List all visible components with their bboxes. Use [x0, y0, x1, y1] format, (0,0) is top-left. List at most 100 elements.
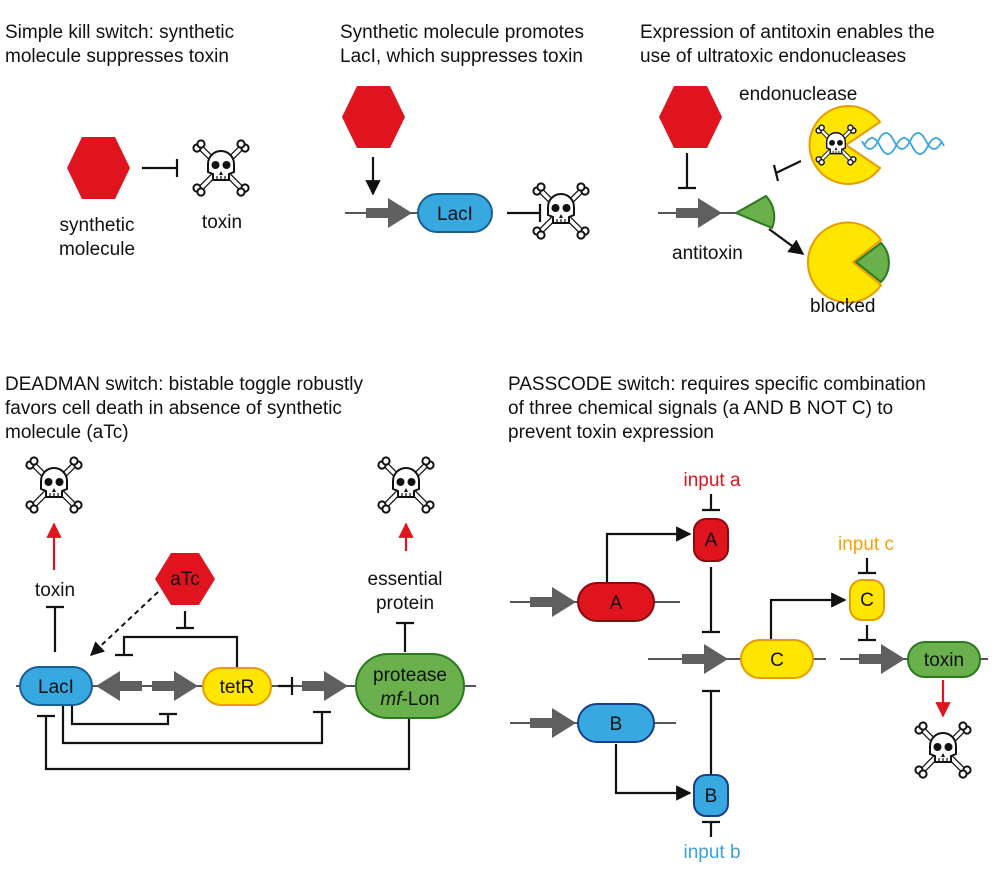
antitoxin-wedge [733, 194, 776, 230]
protein-b-label: B [705, 786, 718, 807]
repression-edge [858, 558, 876, 575]
molecule-label: synthetic [60, 215, 135, 236]
skull-icon [193, 140, 248, 195]
blocked-pacman [807, 221, 883, 304]
skull-icon [915, 722, 970, 777]
laci-label: LacI [437, 204, 473, 225]
panel-antitoxin: Expression of antitoxin enables the use … [640, 22, 945, 317]
caption-line: use of ultratoxic endonucleases [640, 46, 906, 67]
input-a-label: input a [683, 470, 740, 491]
essential-label: protein [376, 593, 434, 614]
repression-edge [702, 820, 720, 837]
tetr-gene [202, 667, 272, 706]
activation-edge [768, 228, 805, 255]
promoter-arrow [530, 708, 576, 738]
atc-hexagon [155, 553, 215, 605]
panel-deadman: DEADMAN switch: bistable toggle robustly… [5, 374, 476, 771]
protein-c [849, 579, 885, 621]
caption-line: Expression of antitoxin enables the [640, 22, 935, 43]
caption-line: LacI, which suppresses toxin [340, 46, 583, 67]
caption-line: favors cell death in absence of syntheti… [5, 398, 342, 419]
activation-edge [769, 592, 847, 639]
promoter-arrow [152, 671, 198, 701]
repression-edge [142, 159, 179, 177]
promoter-arrow [676, 198, 722, 228]
repression-edge [61, 706, 331, 745]
repression-edge [278, 677, 294, 695]
caption-line: molecule suppresses toxin [5, 46, 229, 67]
atc-label: aTc [170, 569, 200, 590]
repression-edge [858, 625, 876, 642]
laci-gene [19, 666, 93, 706]
synthetic-molecule-hexagon [67, 137, 130, 199]
gene-b-label: B [610, 714, 623, 735]
gene-a-label: A [610, 593, 623, 614]
protein-a [693, 518, 729, 562]
repression-edge [396, 621, 414, 652]
input-b-label: input b [683, 842, 740, 863]
protease-label-line2: mf-Lon [380, 689, 439, 710]
laci-gene [417, 193, 493, 233]
skull-icon [378, 457, 433, 512]
activation-edge [614, 744, 692, 801]
skull-icon [26, 457, 81, 512]
repression-edge [702, 689, 720, 774]
protein-a-label: A [705, 530, 718, 551]
skull-icon [533, 183, 588, 238]
caption-line: of three chemical signals (a AND B NOT C… [508, 398, 893, 419]
repression-edge [678, 153, 696, 190]
toxin-label: toxin [35, 580, 75, 601]
gene-b [577, 703, 655, 743]
promoter-arrow [96, 671, 142, 701]
gene-c [740, 639, 814, 679]
gene-c-label: C [770, 650, 784, 671]
caption-line: molecule (aTc) [5, 422, 129, 443]
panel-laci: Synthetic molecule promotes LacI, which … [340, 22, 589, 239]
promoter-arrow [682, 644, 728, 674]
promoter-arrow [302, 671, 348, 701]
caption-line: Simple kill switch: synthetic [5, 22, 234, 43]
molecule-label: molecule [59, 239, 135, 260]
repression-edge [37, 714, 411, 771]
repression-edge [702, 494, 720, 512]
protein-b [693, 774, 729, 817]
repression-edge [702, 567, 720, 634]
toxin-label: toxin [202, 212, 242, 233]
gene-a [577, 582, 655, 622]
protease-gene [355, 653, 465, 719]
panel-passcode: PASSCODE switch: requires specific combi… [508, 374, 988, 863]
promoter-arrow [530, 587, 576, 617]
dna-wave-icon [861, 132, 943, 150]
caption-line: prevent toxin expression [508, 422, 714, 443]
antitoxin-label: antitoxin [672, 243, 743, 264]
caption-line: Synthetic molecule promotes [340, 22, 584, 43]
protease-label: protease [373, 665, 447, 686]
laci-label: LacI [38, 677, 74, 698]
promoter-arrow [366, 198, 412, 228]
endonuclease-label: endonuclease [739, 84, 857, 105]
synthetic-molecule-hexagon [342, 86, 405, 148]
tetr-label: tetR [220, 677, 255, 698]
essential-label: essential [368, 569, 443, 590]
panel-simple: Simple kill switch: synthetic molecule s… [5, 22, 249, 260]
repression-edge [507, 204, 542, 222]
synthetic-molecule-hexagon [659, 86, 722, 148]
activation-edge [605, 526, 692, 582]
repression-edge [46, 605, 64, 652]
antitoxin-wedge [854, 241, 890, 284]
dashed-activation-edge [89, 591, 159, 656]
caption-line: PASSCODE switch: requires specific combi… [508, 374, 926, 395]
input-c-label: input c [838, 534, 894, 555]
repression-edge [176, 611, 194, 630]
dna-wave-icon [863, 137, 945, 155]
repression-edge [115, 635, 239, 668]
blocked-label: blocked [810, 296, 876, 317]
promoter-arrow [859, 644, 905, 674]
toxin-gene [907, 641, 981, 678]
protein-c-label: C [860, 590, 874, 611]
caption-line: DEADMAN switch: bistable toggle robustly [5, 374, 363, 395]
repression-edge [70, 706, 177, 726]
repression-edge [772, 160, 802, 182]
toxin-gene-label: toxin [924, 650, 964, 671]
